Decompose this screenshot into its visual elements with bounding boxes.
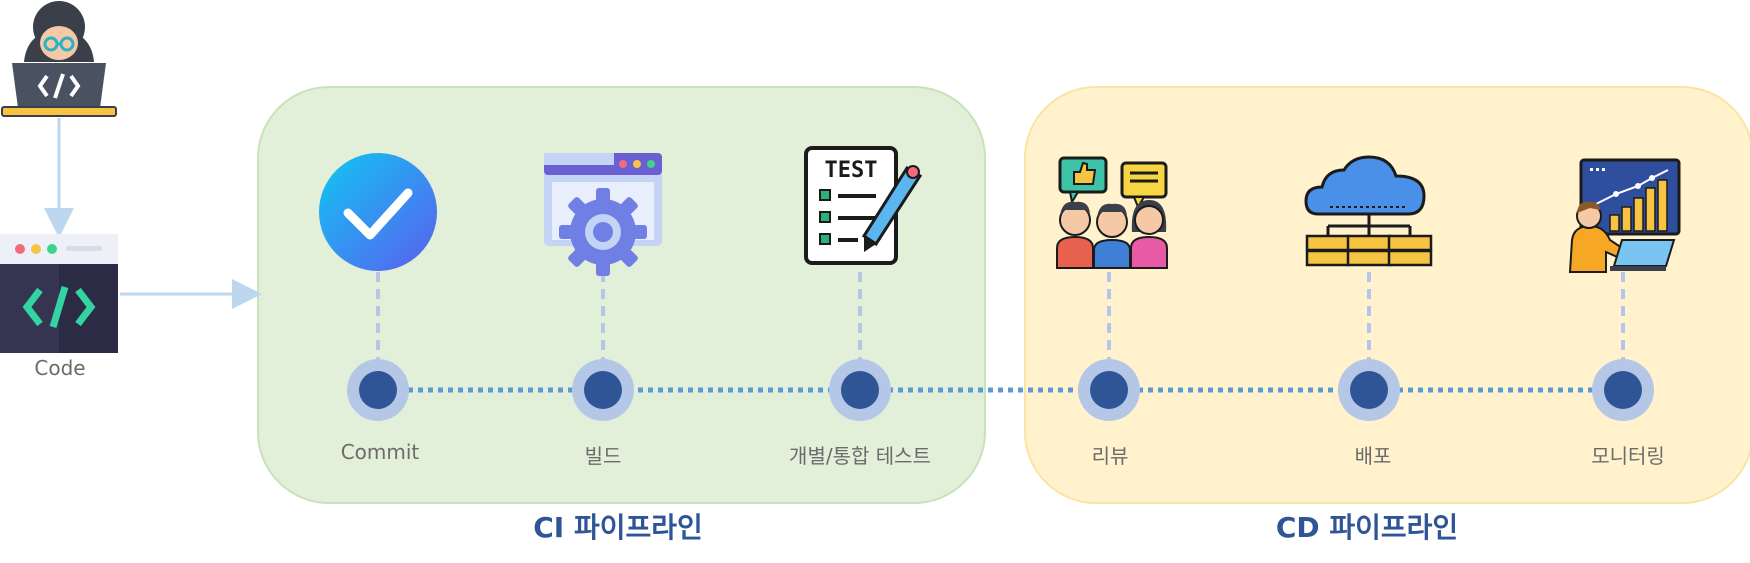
code-label: Code — [34, 356, 86, 380]
stage-label-build: 빌드 — [584, 444, 622, 468]
stage-node-monitoring — [1592, 359, 1654, 421]
test-checklist-icon: TEST — [804, 146, 923, 265]
stage-node-commit — [347, 359, 409, 421]
cd-pipeline-title: CD 파이프라인 — [1275, 511, 1459, 544]
monitoring-dashboard-icon — [1568, 158, 1681, 273]
stage-node-review — [1078, 359, 1140, 421]
stage-label-deploy: 배포 — [1354, 444, 1392, 468]
developer-laptop-icon — [1, 1, 117, 117]
build-gear-icon — [544, 153, 662, 276]
check-circle-icon — [319, 153, 437, 271]
cd-pipeline-panel — [1024, 86, 1750, 504]
stage-node-build — [572, 359, 634, 421]
stage-label-monitoring: 모니터링 — [1591, 444, 1665, 468]
stage-label-review: 리뷰 — [1091, 444, 1129, 468]
stage-label-test: 개별/통합 테스트 — [789, 444, 931, 468]
ci-pipeline-title: CI 파이프라인 — [533, 511, 703, 544]
svg-text:TEST: TEST — [825, 158, 878, 183]
stage-node-deploy — [1338, 359, 1400, 421]
stage-node-test — [829, 359, 891, 421]
cloud-deploy-icon — [1304, 155, 1433, 267]
code-window-icon — [0, 234, 118, 353]
review-team-icon — [1056, 156, 1168, 269]
stage-label-commit: Commit — [340, 440, 420, 464]
